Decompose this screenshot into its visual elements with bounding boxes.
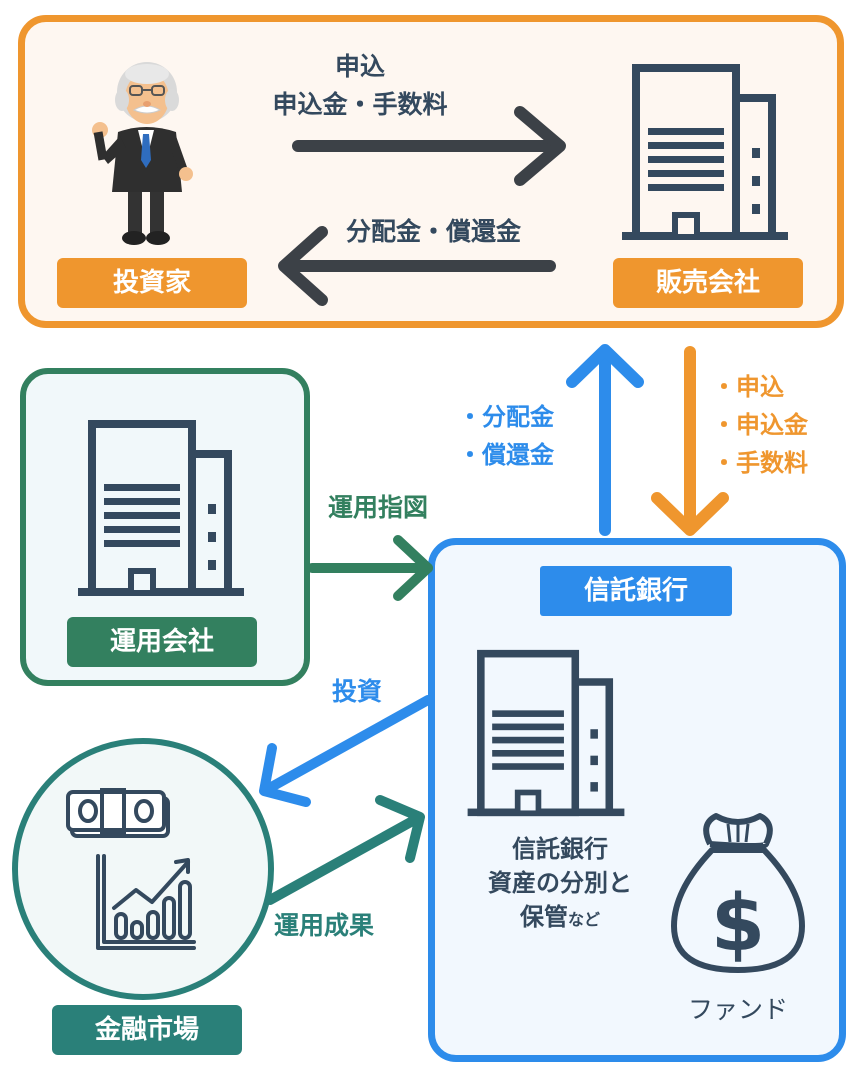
label-down-line1: ・申込 — [712, 373, 784, 401]
arrow-seller-to-investor — [278, 226, 556, 306]
label-result: 運用成果 — [274, 911, 375, 940]
label-up-arrow: ・分配金 ・償還金 — [458, 398, 554, 474]
arrow-manager-to-trust — [307, 535, 433, 601]
market-circle — [12, 738, 274, 1000]
trust-building-icon — [467, 649, 625, 817]
label-down-line3: ・手数料 — [712, 449, 808, 477]
fund-label: ファンド — [687, 995, 788, 1024]
label-up-line1: ・分配金 — [458, 403, 554, 431]
label-application-line2: 申込金・手数料 — [272, 90, 448, 119]
label-application: 申込 申込金・手数料 — [230, 48, 490, 124]
manager-building-icon — [78, 420, 244, 596]
trust-bank-tag: 信託銀行 — [540, 566, 732, 616]
arrow-investor-to-seller — [292, 106, 566, 186]
seller-building-icon — [622, 64, 788, 240]
arrow-trust-to-market — [259, 695, 433, 807]
label-up-line2: ・償還金 — [458, 441, 554, 469]
trust-description: 信託銀行 資産の分別と 保管など — [460, 832, 660, 937]
trust-desc-line3: 保管など — [460, 900, 660, 937]
label-invest: 投資 — [332, 677, 383, 706]
arrow-market-to-trust — [265, 795, 425, 905]
growth-chart-icon — [96, 854, 196, 950]
svg-text:$: $ — [711, 879, 765, 969]
trust-desc-line1: 信託銀行 — [512, 835, 608, 863]
label-instruction: 運用指図 — [328, 493, 429, 522]
trust-desc-line3-small: など — [567, 910, 600, 929]
label-application-line1: 申込 — [334, 52, 385, 81]
investor-tag: 投資家 — [57, 258, 247, 308]
money-bag-icon: $ — [671, 813, 805, 973]
trust-desc-line2: 資産の分別と — [488, 869, 632, 897]
trust-bank-panel — [428, 538, 846, 1062]
label-down-line2: ・申込金 — [712, 411, 808, 439]
market-tag: 金融市場 — [52, 1005, 242, 1055]
businessman-icon — [92, 62, 193, 245]
cash-stack-icon — [66, 788, 170, 838]
label-distribution: 分配金・償還金 — [346, 217, 522, 246]
arrow-seller-to-trust — [651, 346, 729, 536]
seller-tag: 販売会社 — [613, 258, 803, 308]
manager-tag: 運用会社 — [67, 617, 257, 667]
arrow-trust-to-seller — [566, 344, 644, 536]
label-down-arrow: ・申込 ・申込金 ・手数料 — [712, 368, 808, 482]
trust-desc-line3-main: 保管 — [519, 903, 568, 931]
